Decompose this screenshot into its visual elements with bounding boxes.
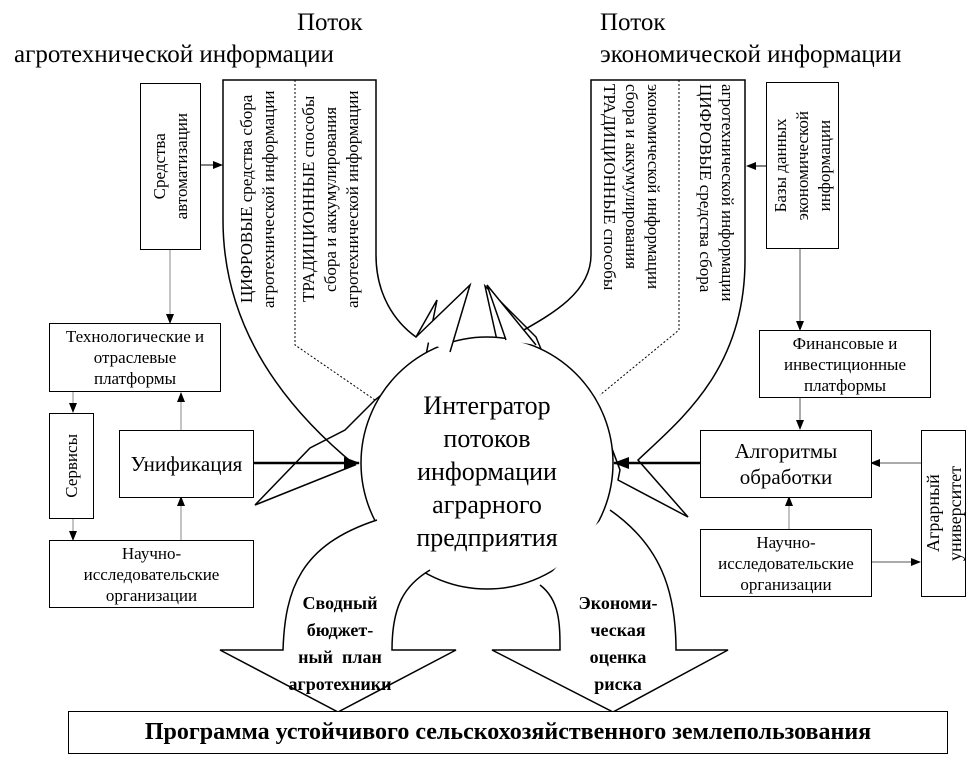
- tech-platforms-box: Технологические и отраслевые платформы: [49, 323, 221, 392]
- left-research-label: Научно- исследовательские организации: [83, 543, 220, 605]
- left-header-line1: Поток: [297, 9, 363, 36]
- university-label: Аграрный университет: [922, 466, 965, 561]
- right-spike: [486, 284, 537, 346]
- unification-label: Унификация: [130, 452, 243, 476]
- left-traditional-line2: сбора и аккумулирования: [321, 106, 340, 292]
- risk-output-arrow: [491, 509, 729, 713]
- right-digital-label: агротехнической информации ЦИФРОВЫЕ сред…: [694, 84, 738, 324]
- services-label: Сервисы: [61, 434, 81, 498]
- left-traditional-label: ТРАДИЦИОННЫЕ способы сбора и аккумулиров…: [298, 84, 364, 314]
- right-flow-divider: [599, 80, 680, 396]
- unification-box: Унификация: [119, 430, 254, 498]
- left-flow-divider: [294, 80, 376, 401]
- left-traditional-line1: ТРАДИЦИОННЫЕ способы: [299, 95, 318, 303]
- right-digital-line2: агротехнической информации: [718, 84, 737, 302]
- right-digital-line1: ЦИФРОВЫЕ средства сбора: [696, 84, 715, 293]
- left-digital-line1: ЦИФРОВЫЕ средства сбора: [237, 94, 256, 304]
- left-digital-line2: агротехнической информации: [259, 90, 278, 308]
- left-traditional-line3: агротехнической информации: [343, 90, 362, 308]
- right-header-line2: экономической информации: [600, 41, 902, 68]
- budget-label: Сводный бюджет- ный план агротехники: [288, 593, 392, 694]
- tech-platforms-label: Технологические и отраслевые платформы: [65, 327, 205, 388]
- left-research-box: Научно- исследовательские организации: [49, 540, 254, 608]
- services-box: Сервисы: [49, 413, 94, 519]
- fin-platforms-label: Финансовые и инвестиционные платформы: [783, 333, 907, 395]
- right-header-line1: Поток: [600, 9, 666, 36]
- budget-output-arrow: [219, 519, 457, 713]
- right-traditional-line1: ТРАДИЦИОННЫЕ способы: [600, 84, 619, 291]
- automation-box: Средства автоматизации: [140, 83, 201, 250]
- left-digital-label: ЦИФРОВЫЕ средства сбора агротехнической …: [236, 84, 280, 314]
- risk-label: Экономи- ческая оценка риска: [578, 593, 658, 694]
- right-research-label: Научно- исследовательские организации: [718, 532, 854, 594]
- automation-label: Средства автоматизации: [149, 113, 191, 220]
- databases-label: Базы данных экономической информации: [770, 110, 834, 221]
- fin-platforms-box: Финансовые и инвестиционные платформы: [759, 330, 931, 398]
- right-flow-arrow: [483, 79, 746, 518]
- left-spike: [415, 282, 472, 353]
- left-header-line2: агротехнической информации: [14, 41, 334, 68]
- program-label: Программа устойчивого сельскохозяйственн…: [144, 719, 872, 745]
- right-traditional-label: экономической информации сбора и аккумул…: [598, 84, 664, 324]
- right-traditional-line3: экономической информации: [644, 84, 663, 290]
- algorithms-box: Алгоритмы обработки: [700, 430, 872, 498]
- algorithms-label: Алгоритмы обработки: [734, 439, 838, 489]
- program-box: Программа устойчивого сельскохозяйственн…: [68, 711, 948, 754]
- right-research-box: Научно- исследовательские организации: [700, 529, 872, 597]
- integrator-label: Интегратор потоков информации аграрного …: [416, 391, 558, 552]
- databases-box: Базы данных экономической информации: [766, 82, 839, 249]
- university-box: Аграрный университет: [921, 430, 966, 597]
- right-traditional-line2: сбора и аккумулирования: [622, 84, 641, 270]
